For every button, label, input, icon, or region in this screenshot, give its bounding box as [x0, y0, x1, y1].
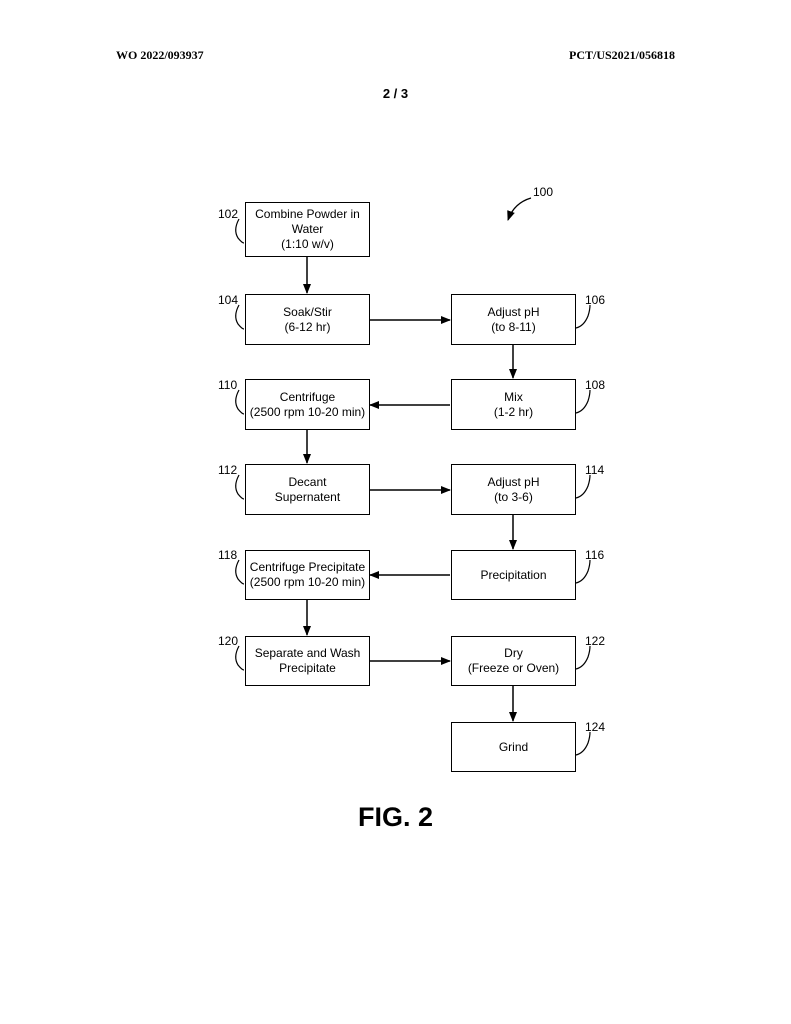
step-118-ref: 118: [218, 548, 237, 562]
leader-102: [236, 219, 244, 243]
leader-110: [236, 390, 244, 414]
leader-118: [236, 560, 244, 584]
step-108-box: Mix(1-2 hr): [451, 379, 576, 430]
step-112-box: DecantSupernatent: [245, 464, 370, 515]
step-124-ref: 124: [585, 720, 605, 734]
step-120-ref: 120: [218, 634, 238, 648]
step-114-ref: 114: [585, 463, 604, 477]
leader-108: [576, 390, 590, 413]
leader-114: [576, 475, 590, 498]
leader-104: [236, 305, 244, 329]
step-120-box: Separate and WashPrecipitate: [245, 636, 370, 686]
step-116-ref: 116: [585, 548, 604, 562]
leader-116: [576, 560, 590, 583]
step-110-ref: 110: [218, 378, 237, 392]
leader-120: [236, 646, 244, 670]
step-108-ref: 108: [585, 378, 605, 392]
step-102-box: Combine Powder inWater(1:10 w/v): [245, 202, 370, 257]
step-110-box: Centrifuge(2500 rpm 10-20 min): [245, 379, 370, 430]
leader-124: [576, 732, 590, 755]
step-122-box: Dry(Freeze or Oven): [451, 636, 576, 686]
leader-112: [236, 475, 244, 499]
figure-caption: FIG. 2: [0, 802, 791, 833]
leader-122: [576, 646, 590, 669]
step-112-ref: 112: [218, 463, 237, 477]
process-ref-label: 100: [533, 185, 553, 199]
step-104-ref: 104: [218, 293, 238, 307]
step-114-box: Adjust pH(to 3-6): [451, 464, 576, 515]
step-104-box: Soak/Stir(6-12 hr): [245, 294, 370, 345]
step-118-box: Centrifuge Precipitate(2500 rpm 10-20 mi…: [245, 550, 370, 600]
step-106-box: Adjust pH(to 8-11): [451, 294, 576, 345]
step-116-box: Precipitation: [451, 550, 576, 600]
step-124-box: Grind: [451, 722, 576, 772]
leader-106: [576, 305, 590, 328]
process-pointer-arrow: [508, 198, 531, 220]
step-122-ref: 122: [585, 634, 605, 648]
step-102-ref: 102: [218, 207, 238, 221]
step-106-ref: 106: [585, 293, 605, 307]
